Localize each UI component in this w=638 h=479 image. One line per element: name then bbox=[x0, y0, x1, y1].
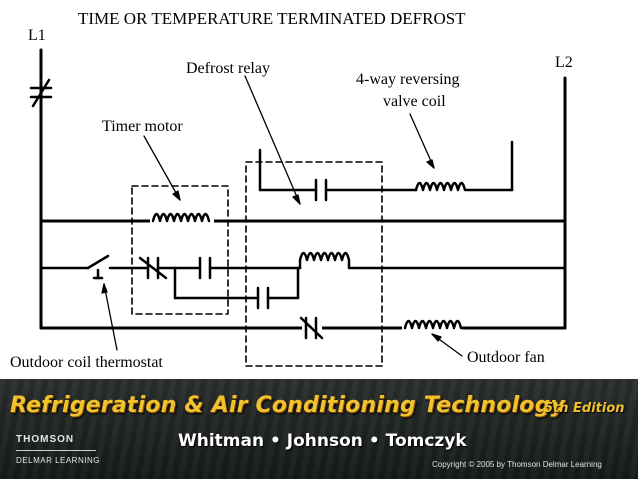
outdoor-coil-thermostat-leader bbox=[101, 283, 118, 351]
reversing-valve-label-line2: valve coil bbox=[383, 93, 446, 110]
banner-texture bbox=[0, 379, 638, 479]
outdoor-coil-thermostat-label: Outdoor coil thermostat bbox=[10, 354, 163, 371]
reversing-valve-circuit bbox=[258, 140, 514, 202]
defrost-relay-leader bbox=[244, 75, 301, 205]
publisher-divider bbox=[16, 450, 96, 451]
reversing-valve-label-line1: 4-way reversing bbox=[356, 71, 460, 88]
timer-motor-coil bbox=[150, 209, 214, 225]
outdoor-fan-coil bbox=[402, 316, 463, 332]
publisher-subname: DELMAR LEARNING bbox=[16, 456, 100, 465]
banner-edition: 5th Edition bbox=[544, 401, 625, 416]
relay-nc-contact-fan bbox=[299, 316, 324, 340]
relay-holding-branch bbox=[173, 266, 300, 310]
outdoor-fan-label: Outdoor fan bbox=[467, 349, 545, 366]
publisher-name: THOMSON bbox=[16, 434, 75, 445]
l2-label: L2 bbox=[555, 54, 573, 71]
timer-motor-label: Timer motor bbox=[102, 118, 183, 135]
timer-nc-contact bbox=[138, 256, 202, 280]
copyright-notice: Copyright © 2005 by Thomson Delmar Learn… bbox=[432, 460, 602, 469]
defrost-relay-label: Defrost relay bbox=[186, 60, 270, 77]
defrost-relay-coil bbox=[298, 251, 567, 270]
outdoor-fan-leader bbox=[431, 333, 463, 357]
banner-authors: Whitman • Johnson • Tomczyk bbox=[178, 431, 467, 451]
l1-label: L1 bbox=[28, 27, 46, 44]
outdoor-coil-thermostat-switch bbox=[39, 254, 142, 280]
timer-motor-leader bbox=[143, 135, 181, 201]
banner-book-title: Refrigeration & Air Conditioning Technol… bbox=[10, 393, 566, 418]
textbook-banner: Refrigeration & Air Conditioning Technol… bbox=[0, 379, 638, 479]
relay-no-contact-rung2 bbox=[198, 256, 302, 280]
diagram-title: TIME OR TEMPERATURE TERMINATED DEFROST bbox=[78, 9, 466, 28]
l1-closed-switch bbox=[29, 78, 53, 108]
reversing-valve-leader bbox=[409, 113, 435, 169]
defrost-wiring-diagram: TIME OR TEMPERATURE TERMINATED DEFROST L… bbox=[10, 9, 573, 371]
timer-dashed-box bbox=[131, 185, 229, 315]
